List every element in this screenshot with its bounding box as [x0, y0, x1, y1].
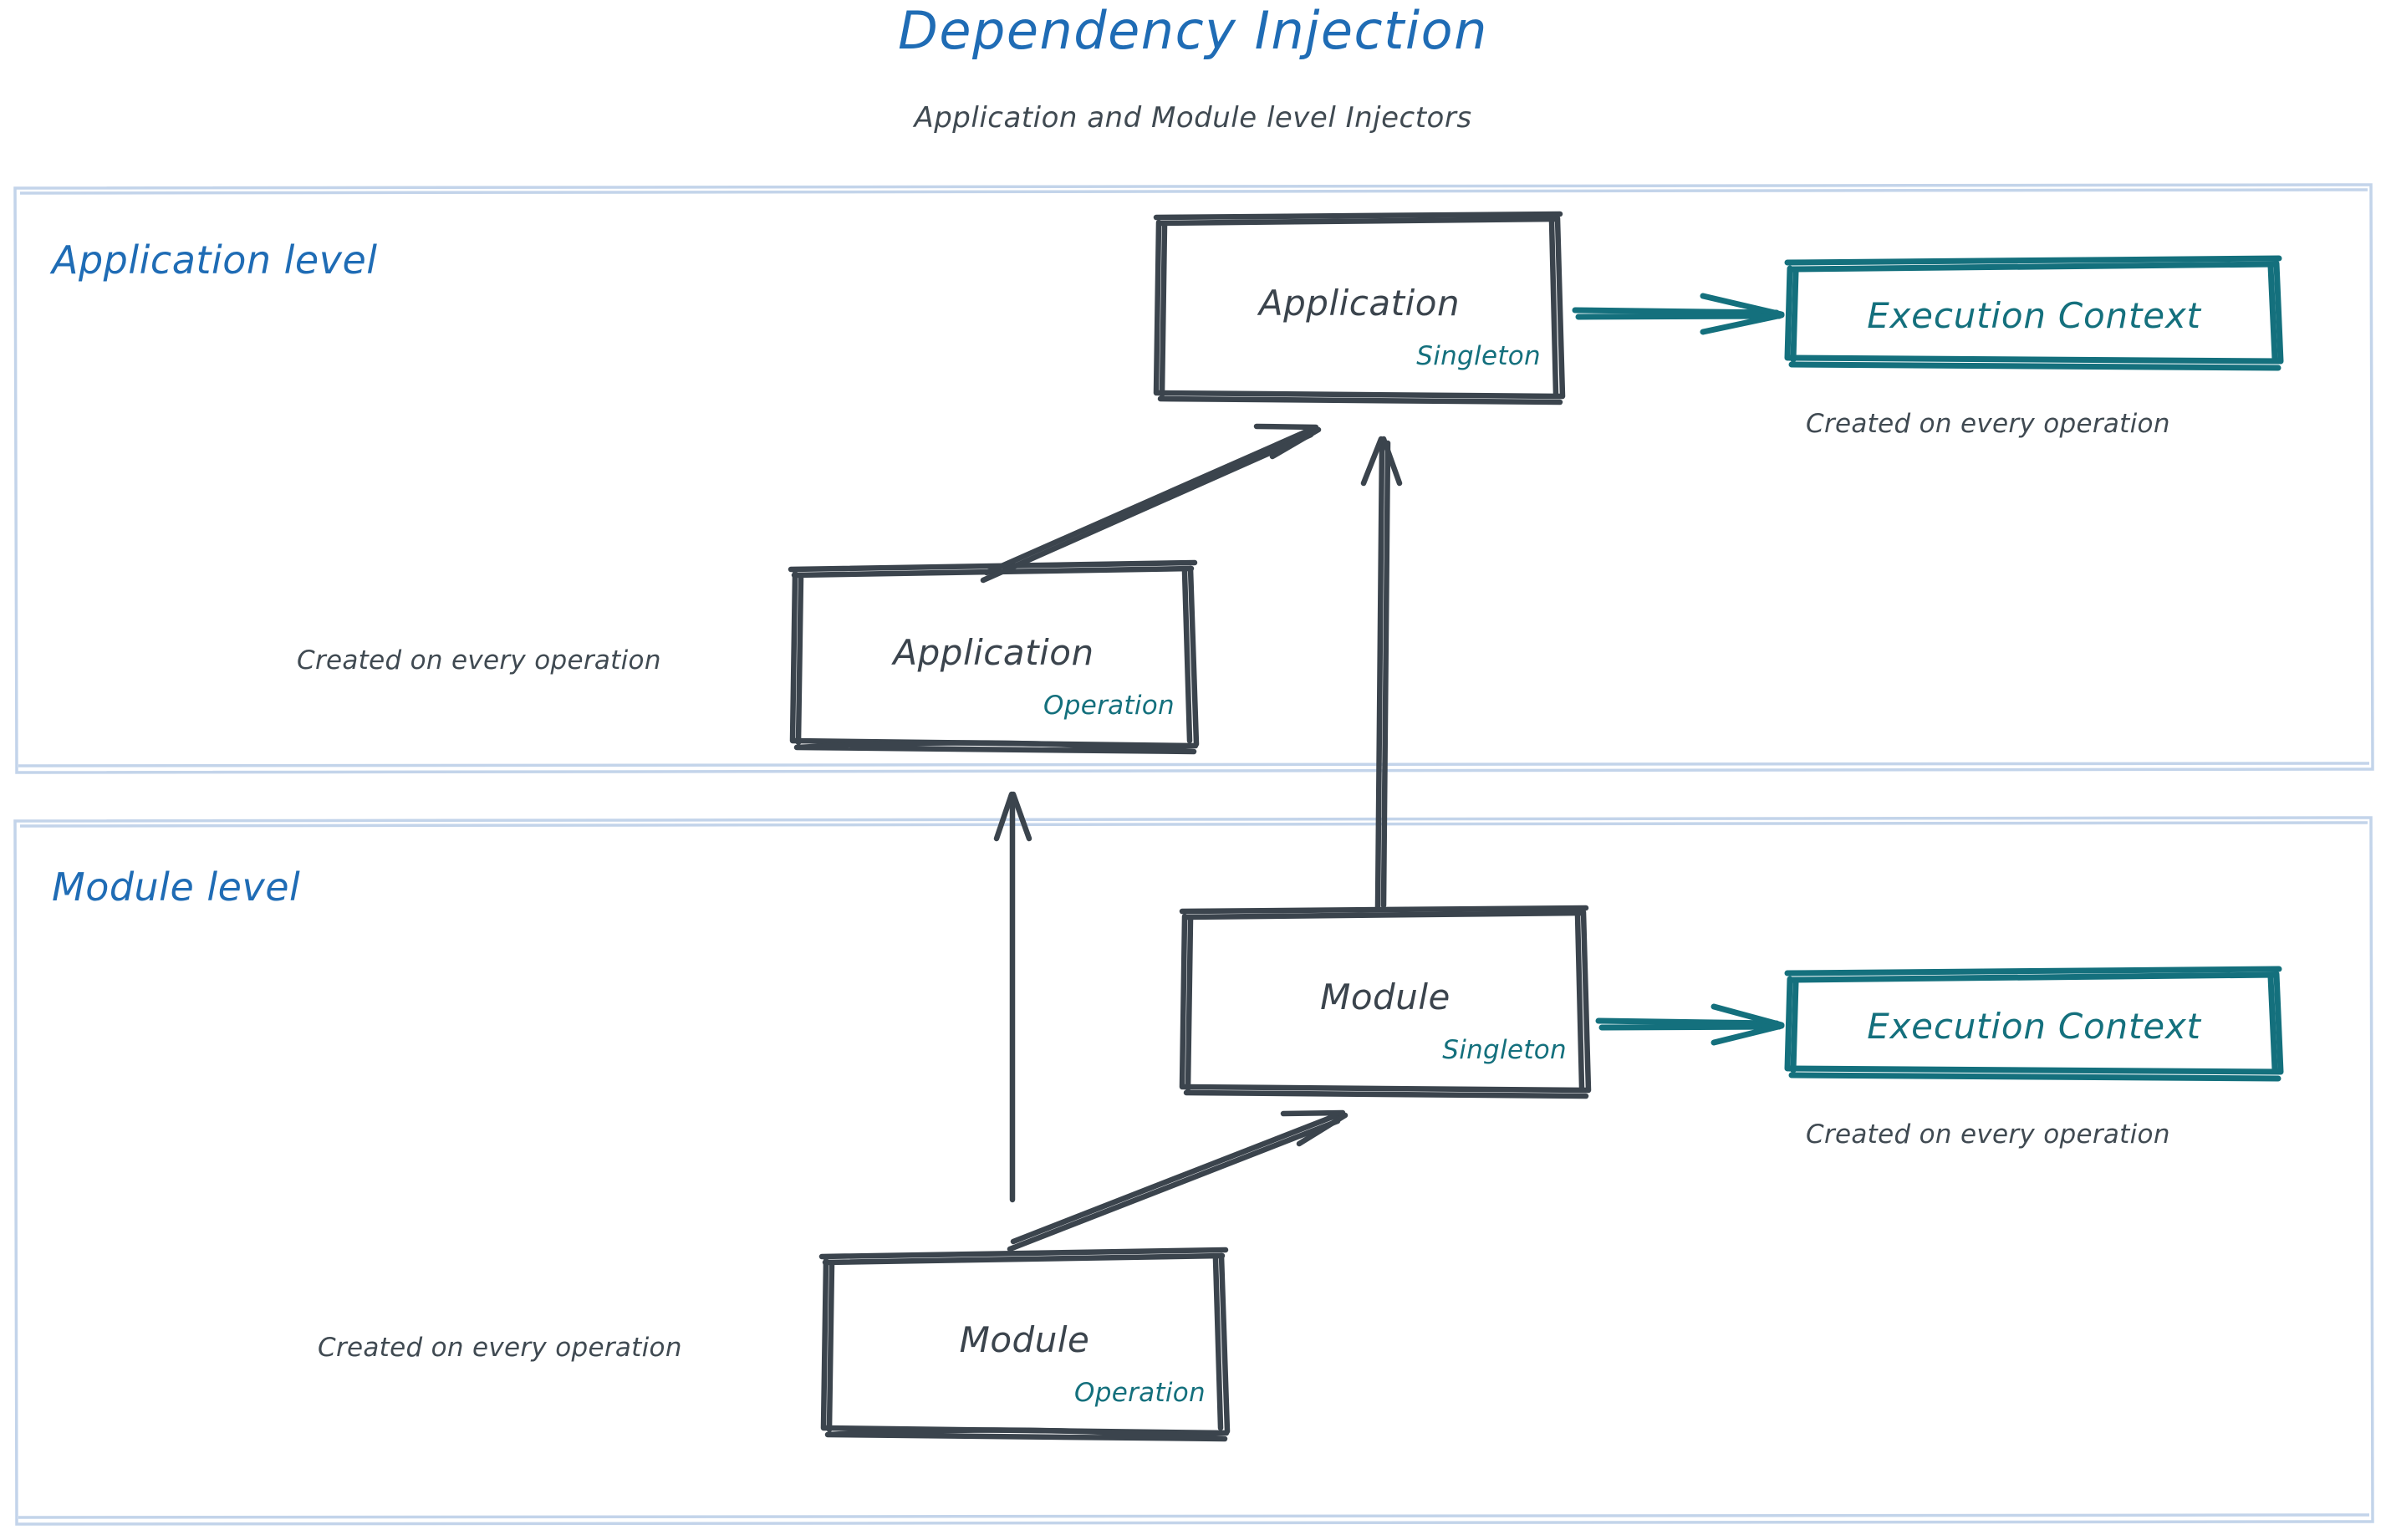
- application-operation-title: Application: [893, 632, 1094, 673]
- module-execution-context-title: Execution Context: [1867, 1006, 2201, 1047]
- module-operation-caption: Created on every operation: [318, 1333, 682, 1363]
- module-level-label: Module level: [52, 864, 301, 910]
- module-singleton-box: [1179, 905, 1592, 1099]
- module-level-frame: [13, 816, 2374, 1526]
- module-execution-context-caption: Created on every operation: [1806, 1119, 2170, 1150]
- application-operation-box: [788, 559, 1200, 755]
- module-execution-context-node[interactable]: Execution Context: [1787, 969, 2281, 1076]
- module-singleton-scope: Singleton: [1442, 1035, 1567, 1065]
- application-singleton-title: Application: [1258, 283, 1461, 324]
- page-subtitle: Application and Module level Injectors: [914, 101, 1472, 135]
- application-execution-context-title: Execution Context: [1867, 295, 2201, 336]
- application-execution-context-caption: Created on every operation: [1806, 409, 2170, 439]
- application-level-label: Application level: [52, 237, 378, 283]
- edge-module-operation-to-module-singleton: [1007, 1109, 1348, 1252]
- page-title: Dependency Injection: [898, 0, 1488, 61]
- module-execution-context-box: [1784, 966, 2284, 1082]
- application-singleton-node[interactable]: Application Singleton: [1156, 216, 1563, 401]
- application-operation-node[interactable]: Application Operation: [791, 565, 1196, 751]
- application-level-frame: [13, 183, 2374, 774]
- edge-app-operation-to-app-singleton: [980, 423, 1322, 584]
- edge-module-singleton-to-app-singleton: [1360, 436, 1403, 910]
- module-singleton-node[interactable]: Module Singleton: [1182, 910, 1588, 1095]
- application-execution-context-node[interactable]: Execution Context: [1787, 258, 2281, 365]
- edge-app-singleton-to-app-context: [1572, 293, 1785, 335]
- edge-module-operation-to-app-operation: [993, 791, 1032, 1203]
- application-operation-scope: Operation: [1043, 691, 1175, 721]
- application-execution-context-box: [1784, 255, 2284, 371]
- edge-module-singleton-to-module-context: [1595, 1003, 1785, 1046]
- module-operation-node[interactable]: Module Operation: [822, 1252, 1227, 1438]
- module-operation-box: [818, 1247, 1231, 1442]
- application-singleton-box: [1153, 211, 1566, 405]
- module-operation-scope: Operation: [1074, 1378, 1206, 1408]
- module-operation-title: Module: [959, 1319, 1090, 1360]
- application-singleton-scope: Singleton: [1416, 341, 1541, 371]
- module-singleton-title: Module: [1320, 977, 1450, 1017]
- application-operation-caption: Created on every operation: [297, 645, 661, 676]
